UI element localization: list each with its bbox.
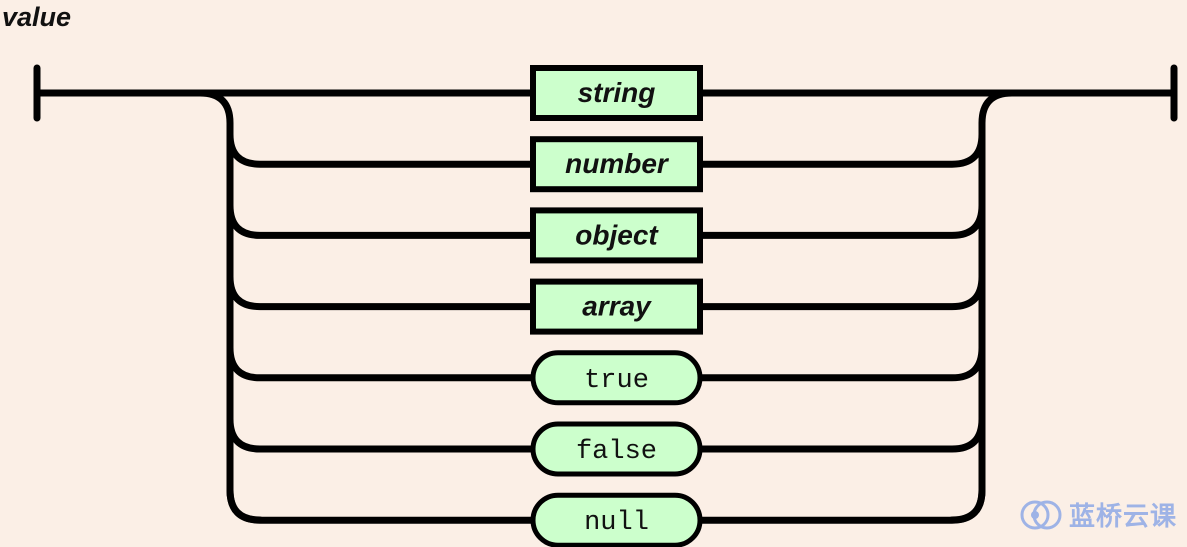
terminal-node-true: true <box>530 350 703 406</box>
terminal-node-null: null <box>530 492 703 547</box>
lanqiao-logo-icon <box>1020 500 1062 529</box>
node-label-false: false <box>576 437 657 467</box>
watermark-text: 蓝桥云课 <box>1068 502 1177 532</box>
node-label-object: object <box>575 219 659 250</box>
diagram-title: value <box>2 2 72 32</box>
nonterminal-node-string: string <box>530 65 703 121</box>
node-box-true <box>530 350 703 406</box>
node-box-string <box>530 65 703 121</box>
node-box-null <box>530 492 703 547</box>
node-label-string: string <box>578 77 656 108</box>
nonterminal-node-object: object <box>530 207 703 264</box>
node-label-true: true <box>584 366 649 396</box>
node-box-array <box>530 278 703 335</box>
node-box-false <box>530 421 703 477</box>
terminal-node-false: false <box>530 421 703 477</box>
node-label-null: null <box>584 508 649 538</box>
node-box-object <box>530 207 703 264</box>
watermark: 蓝桥云课 <box>1019 496 1177 533</box>
node-box-number <box>530 136 703 193</box>
node-label-number: number <box>565 148 670 179</box>
node-label-array: array <box>582 291 652 322</box>
nonterminal-node-array: array <box>530 278 703 335</box>
nonterminal-node-number: number <box>530 136 703 193</box>
